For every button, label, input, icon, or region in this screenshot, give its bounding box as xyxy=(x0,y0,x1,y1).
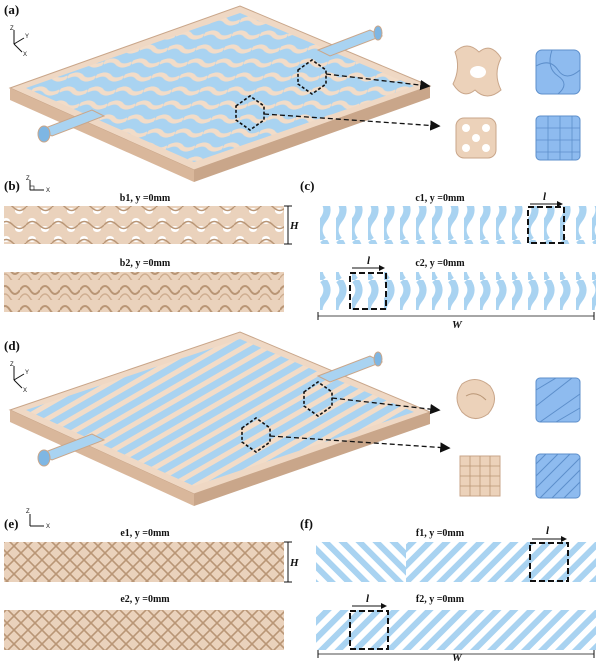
e2-caption: e2, y =0mm xyxy=(120,594,170,605)
unit-cell-marker-3 xyxy=(303,381,333,417)
svg-text:Y: Y xyxy=(25,34,29,40)
fluid-cube-d2 xyxy=(535,453,581,499)
plate-front-right-face xyxy=(194,86,430,182)
b2-caption: b2, y =0mm xyxy=(120,258,171,269)
e1-caption: e1, y =0mm xyxy=(120,528,170,539)
f1-section-left xyxy=(316,542,406,582)
panel-b-label: (b) xyxy=(4,178,20,193)
panel-d: (d) Z Y X xyxy=(4,331,581,506)
c-width-label: W xyxy=(452,319,463,331)
panel-c-label: (c) xyxy=(300,178,314,193)
fluid-cube-d1 xyxy=(535,377,581,423)
diagonal-channel-field xyxy=(26,339,414,486)
svg-text:Z: Z xyxy=(10,26,14,32)
height-dim-label-e: H xyxy=(289,557,299,569)
fluid-cube-gyroid xyxy=(535,49,581,95)
panel-a-label: (a) xyxy=(4,2,19,17)
e1-cross-section xyxy=(4,542,284,582)
e2-cross-section xyxy=(4,610,284,650)
axis-triad-d: Z Y X xyxy=(10,362,29,394)
svg-text:X: X xyxy=(23,52,27,58)
b1-cross-section xyxy=(4,206,284,244)
panel-c: (c) c1, y =0mm l c2, y =0mm l W xyxy=(300,178,596,331)
tpms-unit-d1 xyxy=(456,379,495,419)
plate-front-left-face xyxy=(10,88,194,182)
c1-cross-section xyxy=(316,206,596,244)
panel-d-label: (d) xyxy=(4,338,20,353)
tpms-unit-gyroid xyxy=(452,45,502,97)
svg-text:Z: Z xyxy=(10,362,14,368)
svg-text:Z: Z xyxy=(26,176,30,182)
b1-caption: b1, y =0mm xyxy=(120,193,171,204)
f1-caption: f1, y =0mm xyxy=(416,528,465,539)
unit-cell-marker-2 xyxy=(235,95,265,131)
panel-f-label: (f) xyxy=(300,516,313,531)
tpms-unit-d2 xyxy=(459,455,501,497)
tpms-unit-diamond xyxy=(455,117,497,159)
svg-text:Y: Y xyxy=(25,370,29,376)
unit-cell-marker-4 xyxy=(241,417,271,453)
axis-triad-e: Z X xyxy=(26,509,50,530)
c2-caption: c2, y =0mm xyxy=(415,258,465,269)
svg-text:X: X xyxy=(23,388,27,394)
panel-f: (f) f1, y =0mm l f2, y =0mm l W xyxy=(300,516,596,662)
b2-cross-section xyxy=(4,272,284,312)
svg-text:Z: Z xyxy=(26,509,30,515)
panel-a: (a) Z Y X xyxy=(4,2,581,182)
wavy-channel-field xyxy=(26,13,414,162)
f2-cross-section xyxy=(316,610,596,650)
c2-cross-section xyxy=(316,272,596,310)
panel-b: (b) Z X b1, y =0mm H b2, y =0mm xyxy=(4,176,299,312)
f2-unit-cell-box xyxy=(349,610,389,650)
fluid-cube-diamond xyxy=(535,115,581,161)
f1-cell-length-label: l xyxy=(546,525,550,537)
axis-triad-a: Z Y X xyxy=(10,26,29,58)
f-width-label: W xyxy=(452,652,463,662)
unit-cell-marker-1 xyxy=(297,59,327,95)
c1-caption: c1, y =0mm xyxy=(415,193,465,204)
c2-unit-cell-box xyxy=(349,272,387,310)
c1-unit-cell-box xyxy=(527,206,565,244)
c1-cell-length-label: l xyxy=(543,191,547,203)
height-dim-label-b: H xyxy=(289,220,299,232)
svg-text:X: X xyxy=(46,524,50,530)
f2-cell-length-label: l xyxy=(366,593,370,605)
axis-triad-b: Z X xyxy=(26,176,50,194)
f1-section-right xyxy=(406,542,596,582)
panel-e: (e) Z X e1, y =0mm H e2, y =0mm xyxy=(4,509,299,650)
f1-unit-cell-box xyxy=(529,542,569,582)
svg-text:X: X xyxy=(46,188,50,194)
panel-e-label: (e) xyxy=(4,516,18,531)
c2-cell-length-label: l xyxy=(367,255,371,267)
f2-caption: f2, y =0mm xyxy=(416,594,465,605)
